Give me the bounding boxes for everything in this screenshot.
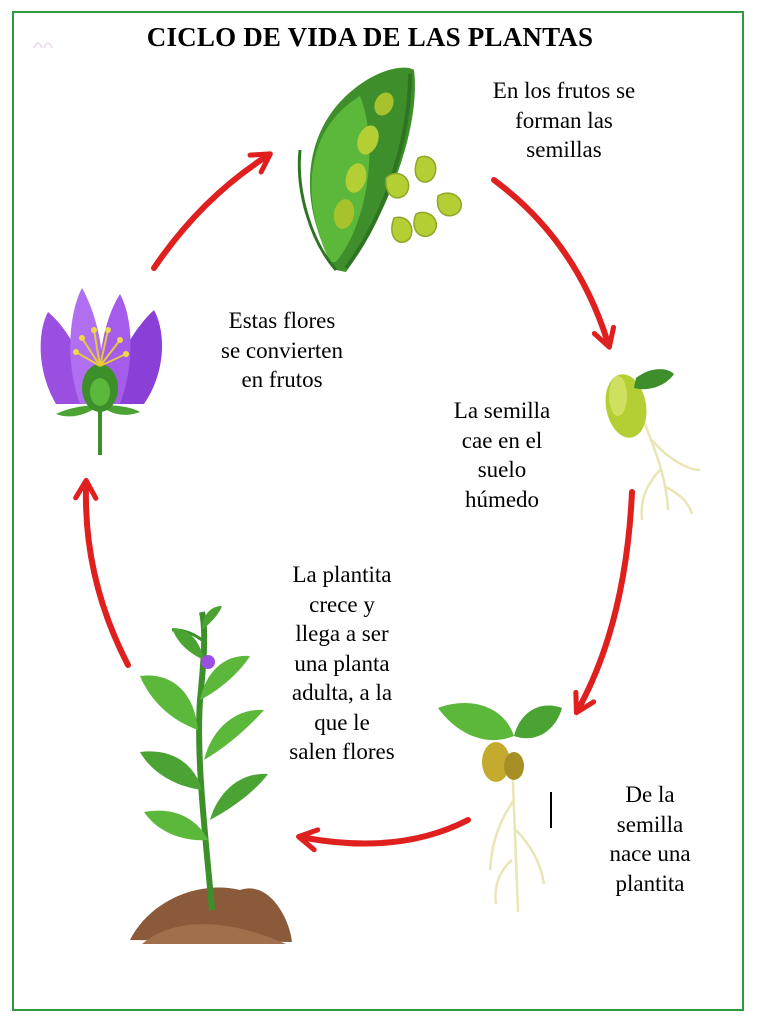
- label-fruits-form-seeds: En los frutos se forman las semillas: [492, 78, 636, 162]
- arrow-sprout-to-adult: [296, 817, 471, 853]
- label-seedling-born: De la semilla nace una plantita: [609, 782, 691, 896]
- page-border: [12, 11, 744, 1011]
- flower-icon: [40, 288, 163, 455]
- decoration-marks: [33, 42, 53, 49]
- arrow-flower-to-fruit: [151, 151, 273, 271]
- arrow-seed-to-sprout: [573, 489, 635, 716]
- cycle-arrows: [73, 151, 635, 853]
- germinating-seed-icon: [605, 369, 701, 521]
- seeds-icon: [385, 155, 463, 243]
- adult-plant-icon: [130, 606, 292, 944]
- label-flowers-become-fruits: Estas flores se convierten en frutos: [221, 308, 343, 392]
- arrow-fruit-to-seed: [491, 177, 617, 350]
- label-plant-grows: La plantita crece y llega a ser una plan…: [289, 562, 395, 764]
- label-seed-falls: La semilla cae en el suelo húmedo: [453, 398, 551, 512]
- seedling-icon: [438, 703, 562, 913]
- arrow-adult-to-flower: [73, 477, 131, 668]
- pea-pod-icon: [297, 67, 415, 272]
- page-title: CICLO DE VIDA DE LAS PLANTAS: [146, 22, 594, 52]
